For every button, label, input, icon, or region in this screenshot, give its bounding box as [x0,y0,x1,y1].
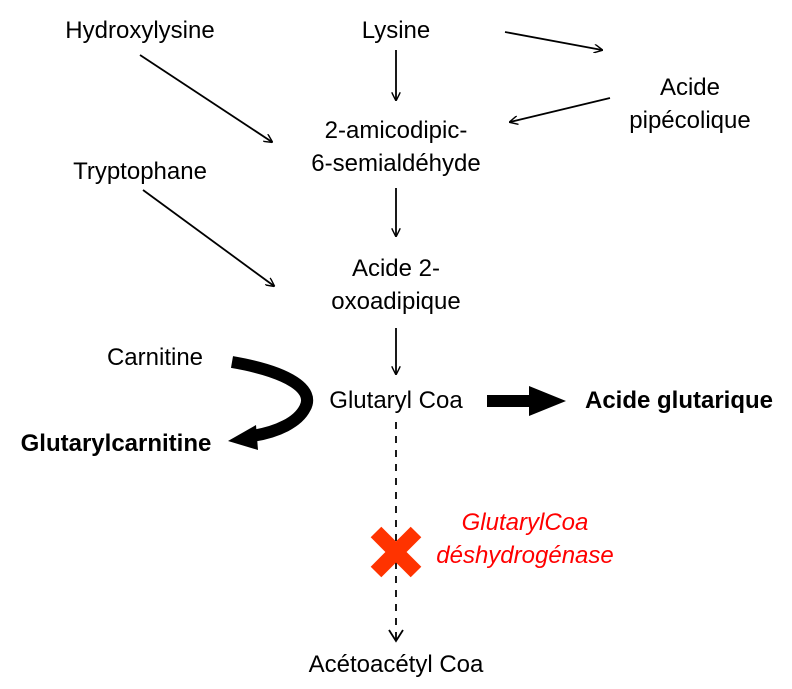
node-oxoadipique: Acide 2- oxoadipique [296,252,496,318]
node-glutarylcarnitine: Glutarylcarnitine [20,430,212,457]
node-acetoacetyl-coa: Acétoacétyl Coa [308,651,484,678]
cross-mark-icon [370,526,422,578]
thick-arrow-shaft [487,395,531,407]
enzyme-label-line1: GlutarylCoa [461,509,589,536]
node-oxoadipique-line1: Acide 2- [351,255,441,282]
arrow-hydroxylysine-to-semialdehyde [139,54,272,142]
arrow-dashed-head [388,629,404,643]
arrow-lysine-to-pipecolique [504,31,602,50]
node-oxoadipique-line2: oxoadipique [331,288,461,315]
enzyme-label: GlutarylCoa déshydrogénase [420,506,630,572]
arrow-pipecolique-to-semialdehyde [510,97,611,122]
node-acide-pipecolique-line1: Acide [659,74,721,101]
node-semialdehyde: 2-amicodipic- 6-semialdéhyde [296,114,496,180]
node-acide-pipecolique-line2: pipécolique [629,107,751,134]
node-semialdehyde-line2: 6-semialdéhyde [311,150,481,177]
node-glutaryl-coa: Glutaryl Coa [329,387,463,414]
node-hydroxylysine: Hydroxylysine [65,17,215,44]
node-lysine: Lysine [361,17,431,44]
thick-arrow-head-glutarique [529,386,566,416]
node-semialdehyde-line1: 2-amicodipic- [324,117,468,144]
node-acide-pipecolique: Acide pipécolique [590,71,790,137]
node-acide-glutarique: Acide glutarique [584,387,774,414]
curved-arrow-carnitine [230,356,313,442]
enzyme-label-line2: déshydrogénase [436,542,614,569]
node-carnitine: Carnitine [106,344,204,371]
node-tryptophane: Tryptophane [73,158,207,185]
curved-arrow-head [228,425,258,450]
arrow-tryptophane-to-oxoadipique [142,189,274,286]
